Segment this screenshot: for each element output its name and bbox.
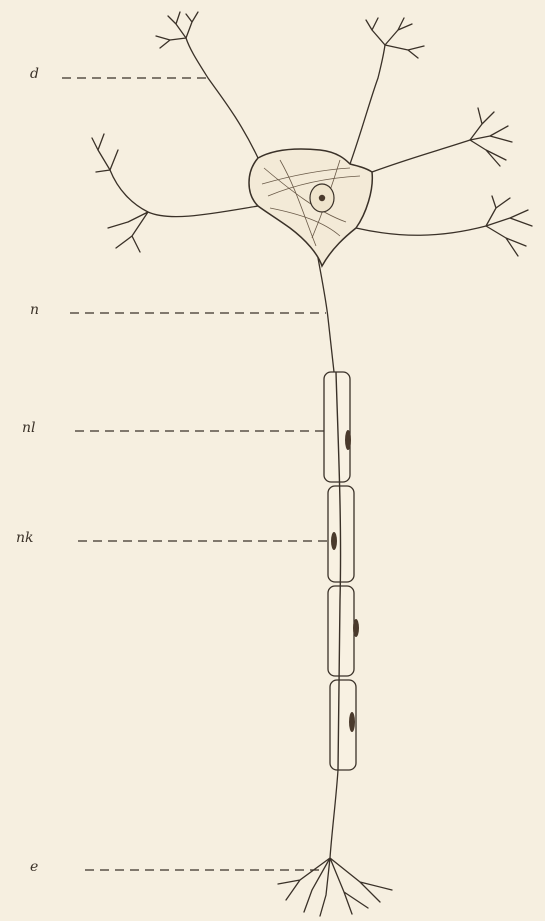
myelin-segment	[328, 586, 354, 676]
axon-hillock	[318, 258, 334, 372]
dendrite-right	[372, 140, 470, 172]
schwann-nucleus	[353, 619, 359, 637]
dendrite-lower-right	[356, 226, 486, 235]
label-nk: nk	[16, 530, 34, 546]
nucleolus	[319, 195, 325, 201]
dendrite-upper-left	[186, 38, 258, 158]
cell-body	[249, 149, 372, 266]
label-nl: nl	[22, 420, 36, 436]
terminal-branches	[278, 858, 392, 916]
schwann-nucleus	[345, 430, 351, 450]
label-d: d	[30, 66, 39, 82]
dendrites	[92, 12, 532, 916]
label-e: e	[30, 859, 38, 875]
axon-terminal	[330, 770, 338, 858]
label-n: n	[30, 302, 39, 318]
soma-outline	[249, 149, 372, 266]
dendrite-left	[110, 170, 258, 217]
dendrite-upper-right	[350, 45, 385, 164]
schwann-nucleus	[331, 532, 337, 550]
schwann-nucleus	[349, 712, 355, 732]
